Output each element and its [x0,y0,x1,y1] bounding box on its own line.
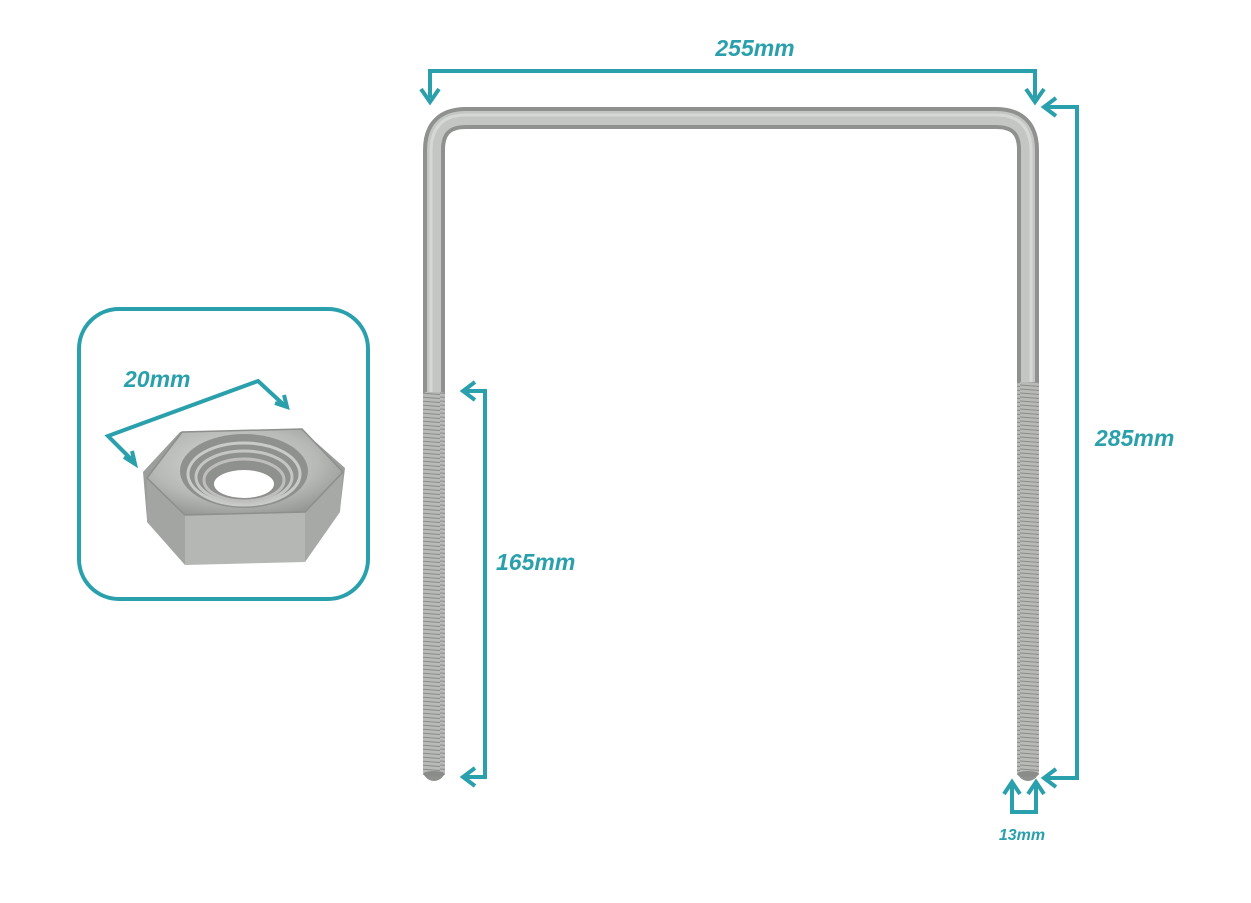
diameter-arrow-right [1026,778,1046,796]
nut-thread-1 [186,441,302,507]
nut-hole-inner [214,470,274,498]
width-dimension-line [428,69,1037,98]
u-bolt [423,107,1039,781]
right-threaded-section [1017,382,1039,774]
left-threaded-section [423,392,445,774]
height-arrow-top [1040,96,1058,118]
nut-front-face [185,512,305,565]
u-bolt-rod [423,107,1039,781]
rod-diameter-dimension: 13mm [999,778,1046,844]
nut-right-face [305,472,343,562]
nut-arrow-right [274,394,290,411]
u-bolt-rod-highlight [427,111,1035,777]
u-bolt-rod-shine [429,113,1033,760]
nut-size-label: 20mm [123,366,190,392]
height-label: 285mm [1094,425,1174,451]
nut-thread-3 [202,457,286,503]
thread-arrow-top [459,380,477,402]
diameter-dimension-line [1010,785,1038,814]
nut-dimension-line [104,378,286,463]
width-dimension: 255mm [419,35,1046,106]
rod-diameter-label: 13mm [999,827,1045,844]
height-dimension: 285mm [1040,96,1174,789]
right-rod-end [1017,771,1039,777]
width-arrow-left [419,87,441,106]
width-label: 255mm [714,35,794,61]
thread-length-label: 165mm [496,549,575,575]
nut-left-face [147,478,185,565]
nut-size-dimension: 20mm [104,366,290,469]
nut-inset: 20mm [77,307,370,601]
thread-length-dimension: 165mm [459,380,575,788]
nut-arrow-left [122,450,139,469]
nut-thread-2 [194,449,294,505]
left-rod-end [423,771,445,777]
height-dimension-line [1046,105,1079,780]
thread-dimension-line [465,389,487,779]
width-arrow-right [1024,87,1046,106]
hex-nut [143,428,345,565]
diameter-arrow-left [1002,778,1022,796]
thread-arrow-bottom [459,766,477,788]
height-arrow-bottom [1040,767,1058,789]
